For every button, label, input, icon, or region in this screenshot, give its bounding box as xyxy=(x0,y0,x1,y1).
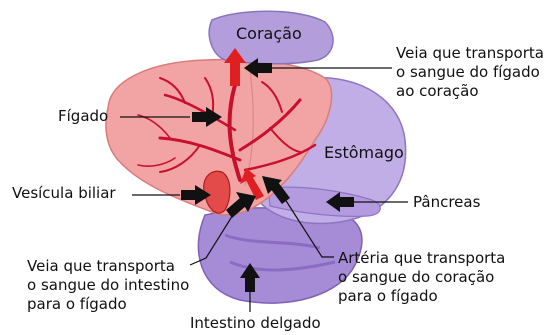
label-intestino-delgado: Intestino delgado xyxy=(190,314,321,332)
label-pancreas: Pâncreas xyxy=(413,193,481,211)
black-arrow-intestine xyxy=(240,263,260,292)
black-arrow-gallbladder xyxy=(181,185,211,205)
heart xyxy=(208,10,334,65)
red-arrow-portal xyxy=(240,168,264,200)
liver xyxy=(105,58,333,216)
label-veia-intestino-figado: Veia que transporta o sangue do intestin… xyxy=(27,257,190,313)
label-arteria-coracao-figado: Artéria que transporta o sangue do coraç… xyxy=(338,249,506,305)
red-arrow-to-heart xyxy=(224,48,246,86)
pancreas xyxy=(267,186,381,217)
black-arrow-vein-heart xyxy=(244,58,272,78)
black-arrow-liver xyxy=(192,107,222,127)
intestine-fold xyxy=(224,233,336,272)
label-coracao: Coração xyxy=(236,24,302,43)
label-veia-figado-coracao: Veia que transporta o sangue do fígado a… xyxy=(396,44,544,100)
black-arrow-pancreas xyxy=(326,192,354,212)
label-estomago: Estômago xyxy=(324,143,404,162)
label-figado: Fígado xyxy=(58,107,109,125)
liver-vessels xyxy=(137,77,317,182)
gallbladder xyxy=(203,170,231,214)
label-vesicula-biliar: Vesícula biliar xyxy=(12,184,116,202)
black-arrow-vein-intestine xyxy=(226,192,256,218)
leader-lines xyxy=(120,67,408,312)
